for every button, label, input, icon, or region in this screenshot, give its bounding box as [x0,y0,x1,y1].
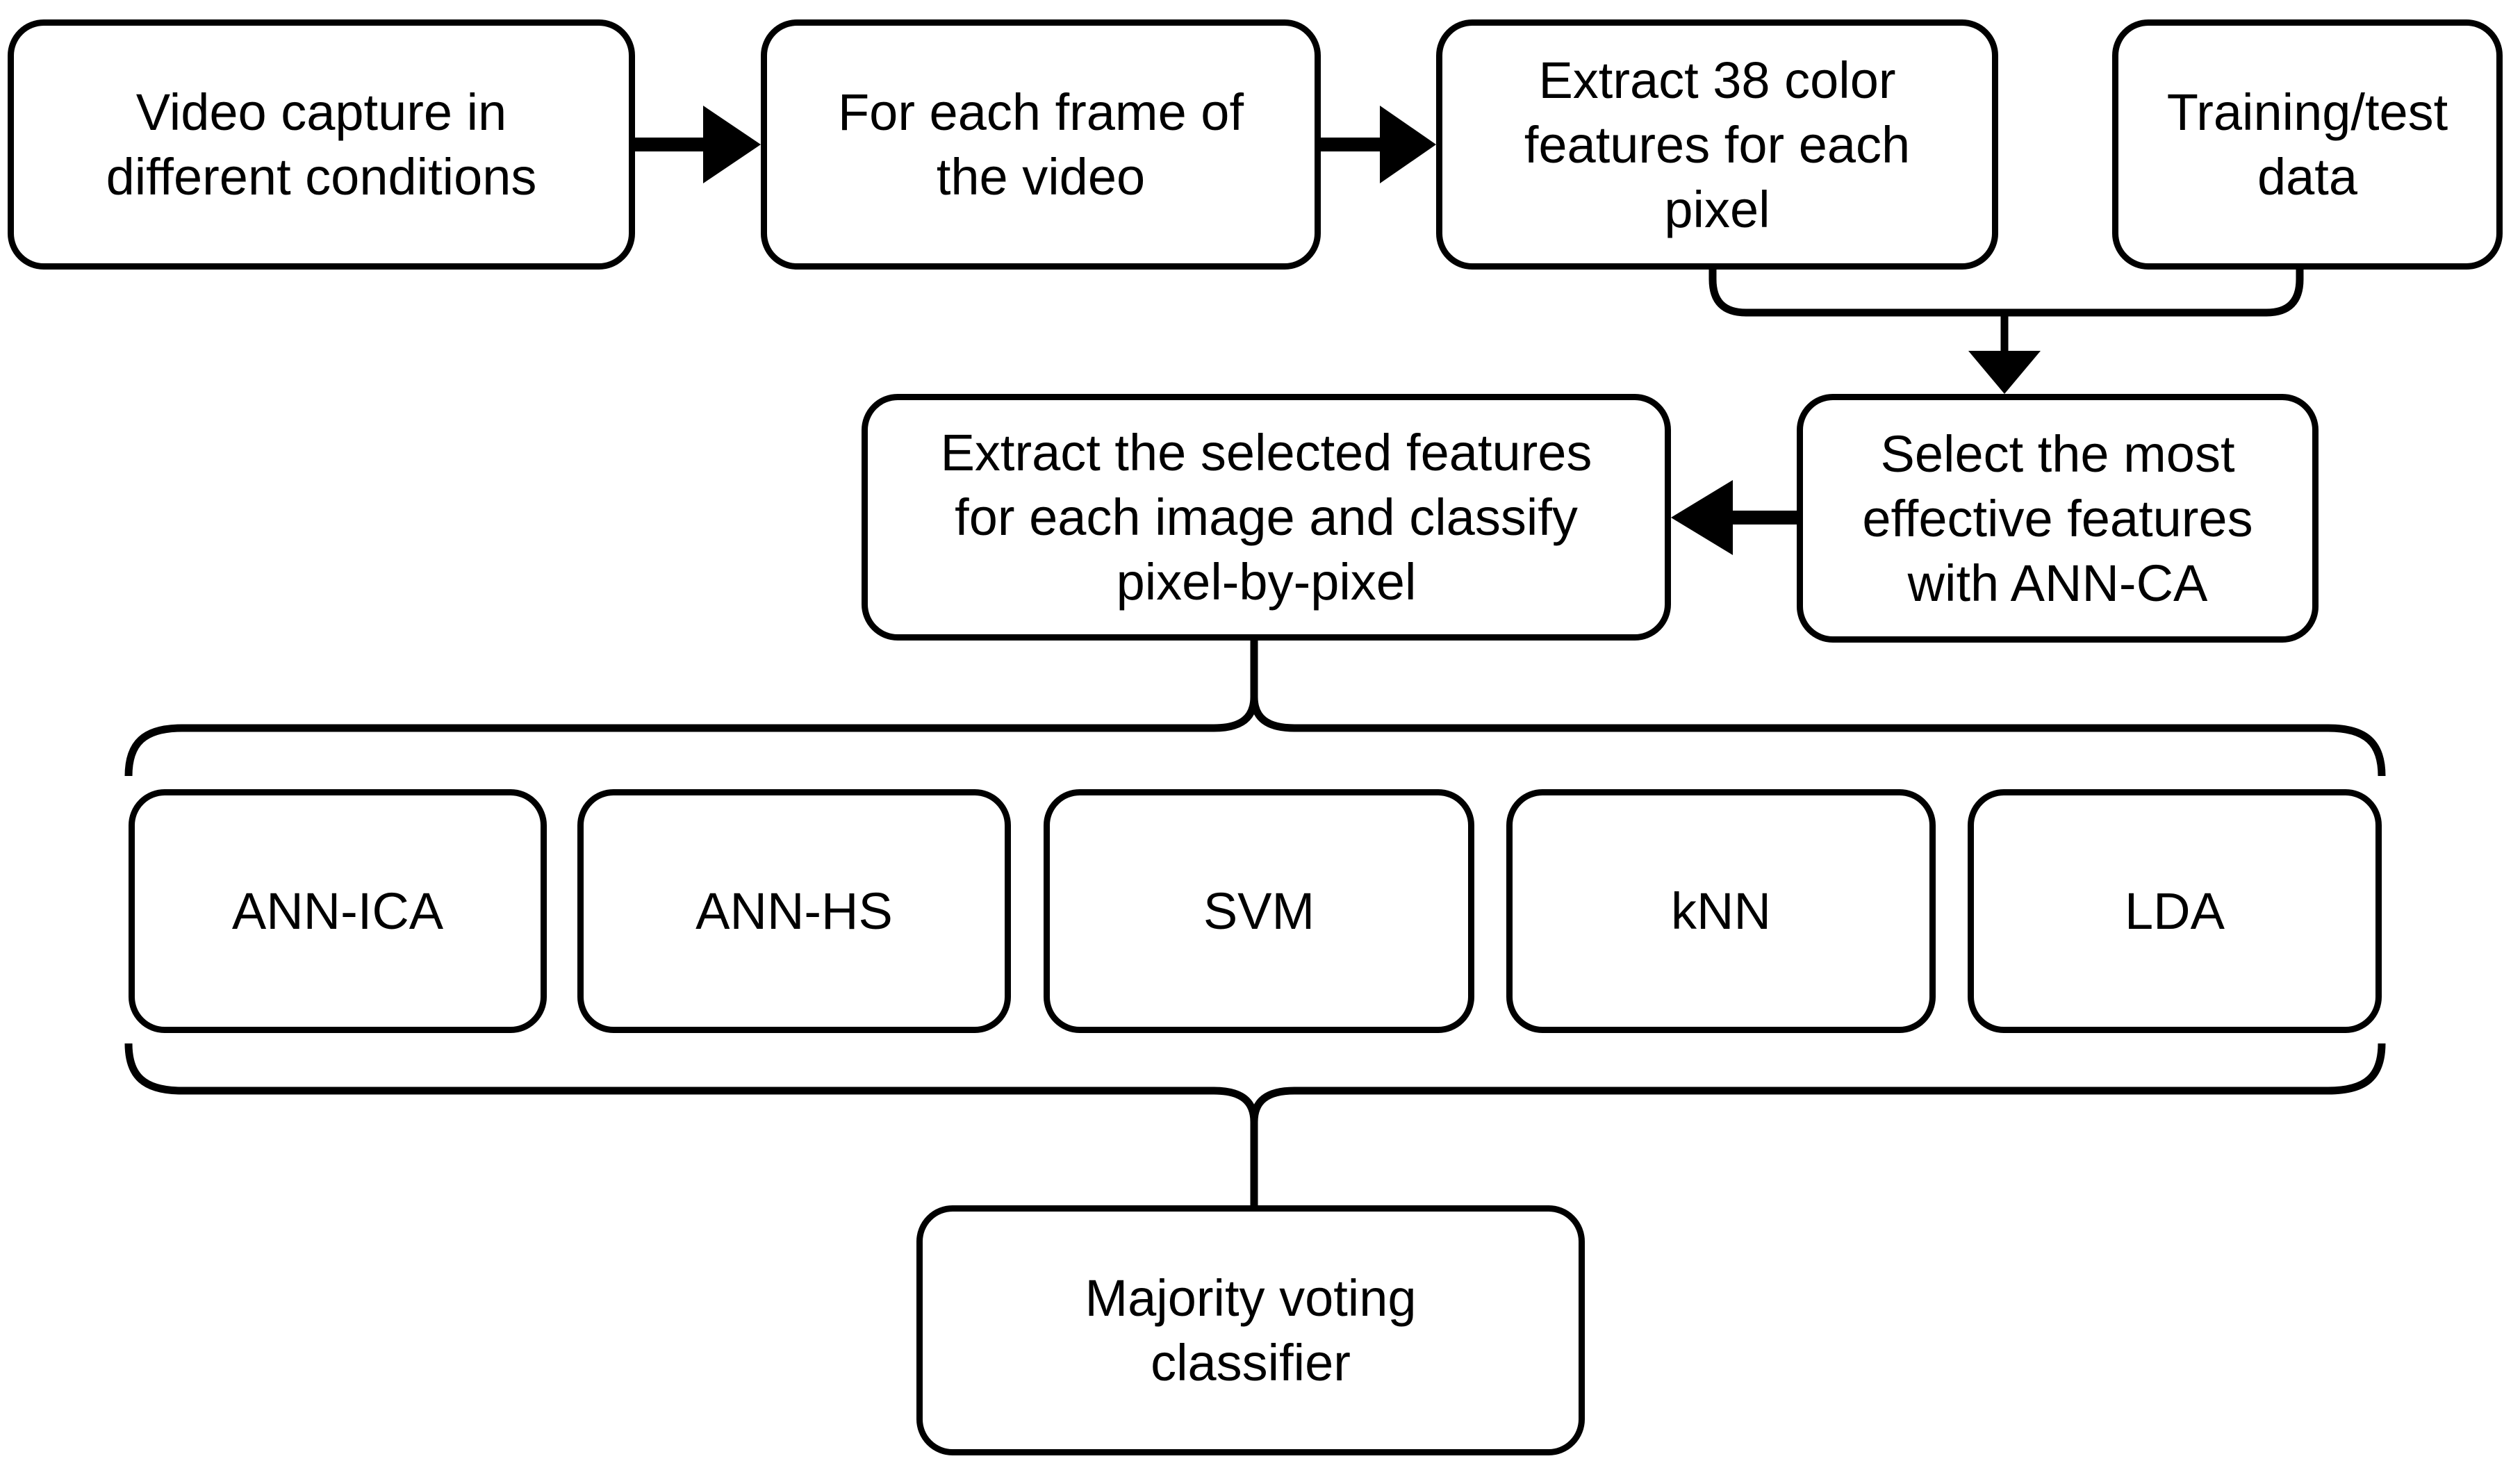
merge-brace [124,1043,2386,1205]
arrow-select-to-extract-selected [1671,480,1797,555]
node-knn-label: kNN [1671,882,1771,940]
node-ann-ica: ANN-ICA [129,789,547,1033]
node-for-each-frame: For each frame of the video [761,19,1321,270]
node-training-test-data: Training/test data [2112,19,2503,270]
node-lda-label: LDA [2125,882,2225,940]
node-lda: LDA [1968,789,2382,1033]
node-svm-label: SVM [1203,882,1315,940]
arrow-capture-to-frame [635,106,761,183]
node-majority-voting-label: Majority voting classifier [1085,1269,1417,1391]
node-training-test-data-label: Training/test data [2166,83,2448,206]
node-ann-hs: ANN-HS [577,789,1011,1033]
node-video-capture: Video capture in different conditions [8,19,635,270]
node-svm: SVM [1044,789,1474,1033]
node-ann-ica-label: ANN-ICA [231,882,444,940]
node-majority-voting: Majority voting classifier [916,1205,1585,1455]
node-video-capture-label: Video capture in different conditions [106,83,537,206]
node-extract-selected-features-label: Extract the selected features for each i… [940,424,1592,611]
node-ann-hs-label: ANN-HS [695,882,893,940]
merge-connector [1708,270,2304,394]
node-select-most-effective: Select the most effective features with … [1797,394,2319,643]
arrow-frame-to-extract38 [1321,106,1436,183]
node-extract-38-features: Extract 38 color features for each pixel [1436,19,1998,270]
split-brace [124,641,2386,777]
node-for-each-frame-label: For each frame of the video [837,83,1244,206]
node-knn: kNN [1506,789,1936,1033]
node-select-most-effective-label: Select the most effective features with … [1862,424,2253,612]
node-extract-38-features-label: Extract 38 color features for each pixel [1524,51,1911,238]
node-extract-selected-features: Extract the selected features for each i… [862,394,1671,641]
